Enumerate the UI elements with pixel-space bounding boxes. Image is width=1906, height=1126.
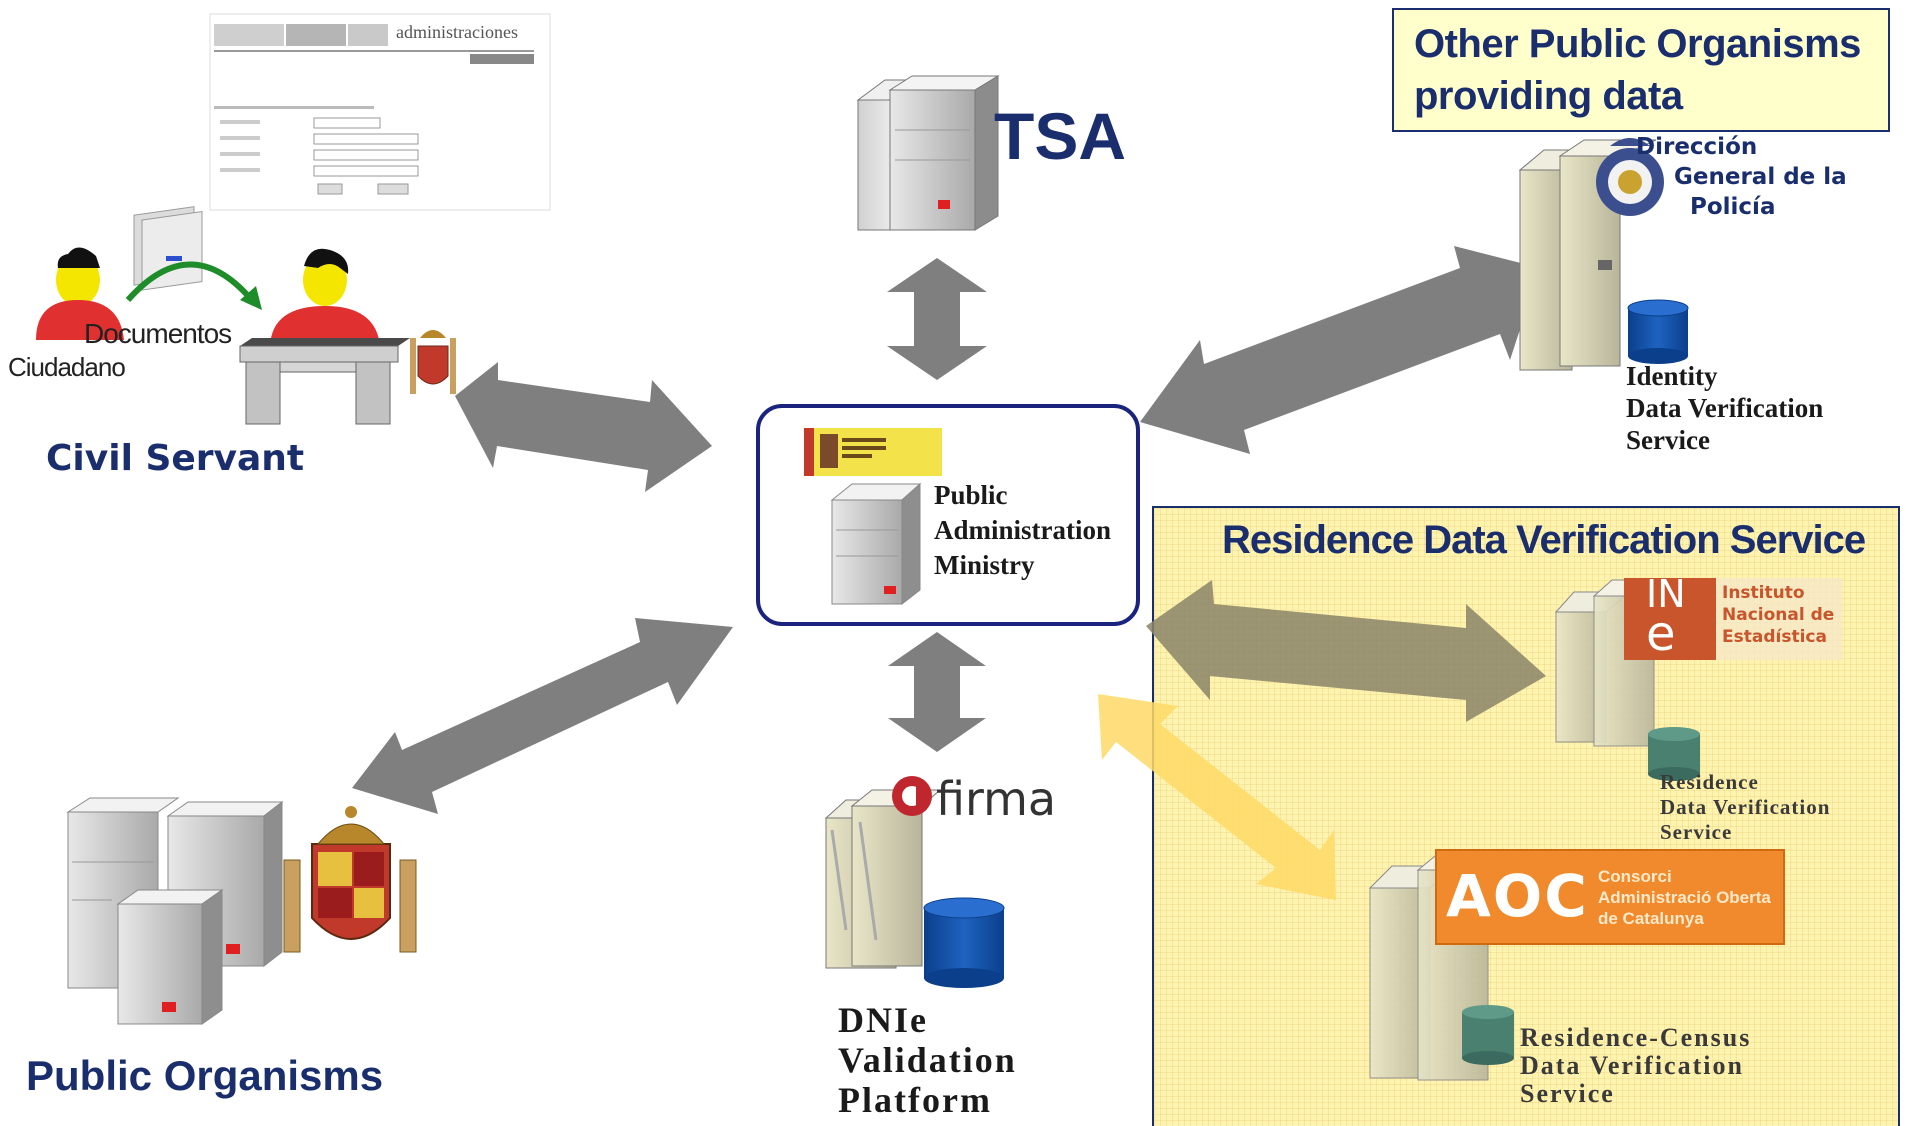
aoc-name-line-3: de Catalunya	[1598, 909, 1704, 928]
ine-logo-mark	[1624, 578, 1716, 660]
arrow-ministry-afirma	[888, 632, 986, 752]
ine-service-line-3: Service	[1660, 820, 1733, 844]
ine-name-line-2: Nacional de	[1722, 605, 1835, 625]
police-badge-icon	[1596, 138, 1664, 216]
web-form-thumbnail	[209, 13, 551, 211]
arrow-civil-ministry	[455, 362, 712, 492]
afirma-logo-text: firma	[936, 772, 1057, 826]
policia-line-1: Dirección	[1636, 134, 1758, 160]
web-form-title: administraciones	[396, 22, 518, 42]
aoc-name-line-1: Consorci	[1598, 867, 1672, 886]
documents-stack-icon	[133, 206, 203, 291]
desk-icon	[239, 338, 410, 425]
identity-service-line-1: Identity	[1626, 361, 1718, 391]
other-public-title-box: Other Public Organisms providing data	[1392, 8, 1890, 132]
aoc-service-line-1: Residence-Census	[1520, 1023, 1752, 1052]
aoc-service-line-3: Service	[1520, 1079, 1615, 1108]
public-organisms-label: Public Organisms	[26, 1052, 384, 1099]
other-public-title-line-2: providing data	[1414, 74, 1683, 118]
policia-text: Dirección General de la Policía	[1624, 132, 1847, 222]
tsa-server-icon	[856, 75, 1000, 231]
aoc-name-line-2: Administració Oberta	[1598, 888, 1771, 907]
aoc-database-icon	[1462, 1005, 1514, 1065]
ine-name: Instituto Nacional de Estadística	[1722, 582, 1834, 648]
civil-servant-person-icon	[270, 248, 380, 346]
identity-service-line-3: Service	[1626, 425, 1710, 455]
coat-of-arms-large-icon	[283, 806, 417, 953]
aoc-logo-text: AOC	[1446, 862, 1589, 930]
other-public-title-line-1: Other Public Organisms	[1414, 22, 1861, 66]
ministry-label-line-2: Administration	[934, 515, 1112, 545]
ine-logo-in: IN	[1646, 572, 1686, 616]
arrow-ministry-ine	[1146, 580, 1546, 722]
ine-logo-e: e	[1646, 606, 1676, 662]
documents-label: Documentos	[84, 318, 232, 349]
tsa-label: TSA	[994, 99, 1126, 173]
afirma-server-icon	[824, 789, 942, 969]
policia-line-2: General de la	[1674, 164, 1847, 190]
ine-server-icon	[1554, 579, 1687, 747]
handover-arrow	[125, 261, 253, 302]
ministry-label: Public Administration Ministry	[934, 478, 1111, 583]
coat-of-arms-small-icon	[410, 330, 456, 394]
arrow-ministry-aoc	[1098, 694, 1336, 900]
ministry-label-line-3: Ministry	[934, 550, 1035, 580]
ine-service-line-2: Data Verification	[1660, 795, 1831, 819]
identity-service-line-2: Data Verification	[1626, 393, 1824, 423]
ine-logo-letters: IN e	[1646, 572, 1686, 662]
policia-line-3: Policía	[1690, 194, 1776, 220]
arrow-tsa-ministry	[887, 258, 987, 380]
ine-service-label: Residence Data Verification Service	[1660, 770, 1830, 845]
police-database-icon	[1627, 299, 1689, 364]
afirma-database-icon	[923, 897, 1005, 988]
residence-title: Residence Data Verification Service	[1222, 518, 1866, 562]
afirma-logo-icon	[892, 776, 932, 816]
aoc-service-label: Residence-Census Data Verification Servi…	[1520, 1024, 1751, 1108]
aoc-logo-box	[1436, 850, 1784, 944]
afirma-label: DNIe Validation Platform	[838, 1000, 1017, 1120]
identity-service-label: Identity Data Verification Service	[1626, 360, 1823, 456]
aoc-service-line-2: Data Verification	[1520, 1051, 1744, 1080]
citizen-label: Ciudadano	[8, 352, 126, 382]
ministry-logo	[804, 428, 942, 476]
arrow-organisms-ministry	[352, 618, 733, 814]
ine-service-line-1: Residence	[1660, 770, 1759, 794]
aoc-name: Consorci Administració Oberta de Catalun…	[1598, 866, 1771, 929]
civil-servant-label: Civil Servant	[46, 438, 305, 479]
ministry-server-icon	[830, 482, 922, 606]
public-organisms-servers-icon	[66, 797, 284, 1025]
ine-name-line-1: Instituto	[1722, 583, 1805, 603]
ine-name-line-3: Estadística	[1722, 627, 1827, 647]
ministry-label-line-1: Public	[934, 480, 1008, 510]
afirma-label-line-3: Platform	[838, 1080, 992, 1120]
afirma-label-line-1: DNIe	[838, 1000, 928, 1040]
citizen-person-icon	[36, 247, 124, 340]
ine-database-icon	[1648, 727, 1700, 781]
afirma-label-line-2: Validation	[838, 1040, 1017, 1080]
arrow-ministry-police	[1140, 246, 1540, 454]
